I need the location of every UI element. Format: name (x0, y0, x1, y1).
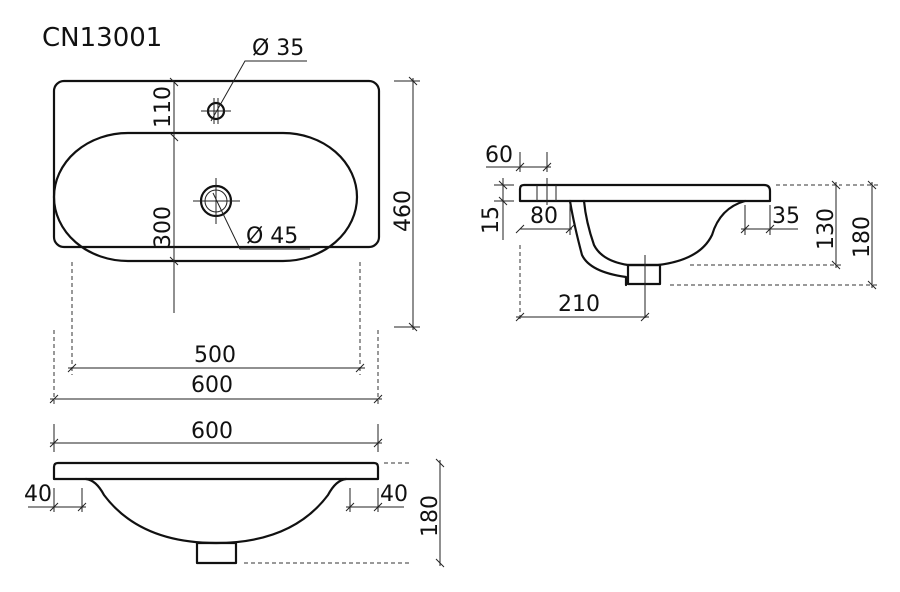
dim-180-side: 180 (850, 216, 875, 258)
dim-180-front: 180 (418, 495, 443, 537)
side-rim-outline (518, 183, 772, 203)
dim-80: 80 (530, 204, 558, 229)
side-bowl-profile (582, 199, 747, 267)
dim-60: 60 (485, 143, 513, 168)
basin-outline (52, 79, 381, 249)
dim-500: 500 (194, 343, 236, 368)
rim-outline (52, 461, 380, 481)
dim-300: 300 (151, 206, 176, 248)
dim-600-front: 600 (191, 419, 233, 444)
dim-600: 600 (191, 373, 233, 398)
dim-130: 130 (814, 208, 839, 250)
dim-15: 15 (479, 206, 504, 234)
bowl-profile (84, 477, 348, 545)
model-title: CN13001 (42, 23, 162, 53)
dim-210: 210 (558, 292, 600, 317)
overflow-channel (568, 199, 628, 287)
dim-35: 35 (772, 204, 800, 229)
bowl-outline (52, 131, 359, 263)
front-view: 600 180 40 40 (24, 419, 445, 568)
dim-40-right: 40 (380, 482, 408, 507)
side-view: 60 15 80 35 130 180 (479, 143, 878, 322)
drain-hole-label: Ø 45 (246, 224, 298, 249)
drain-outlet (195, 541, 238, 565)
dim-40-left: 40 (24, 482, 52, 507)
side-drain-outlet (626, 263, 662, 286)
top-view: Ø 35 Ø 45 110 300 460 500 (49, 36, 420, 405)
dim-110: 110 (151, 86, 176, 128)
dim-460: 460 (391, 190, 416, 232)
tap-hole-label: Ø 35 (252, 36, 304, 61)
